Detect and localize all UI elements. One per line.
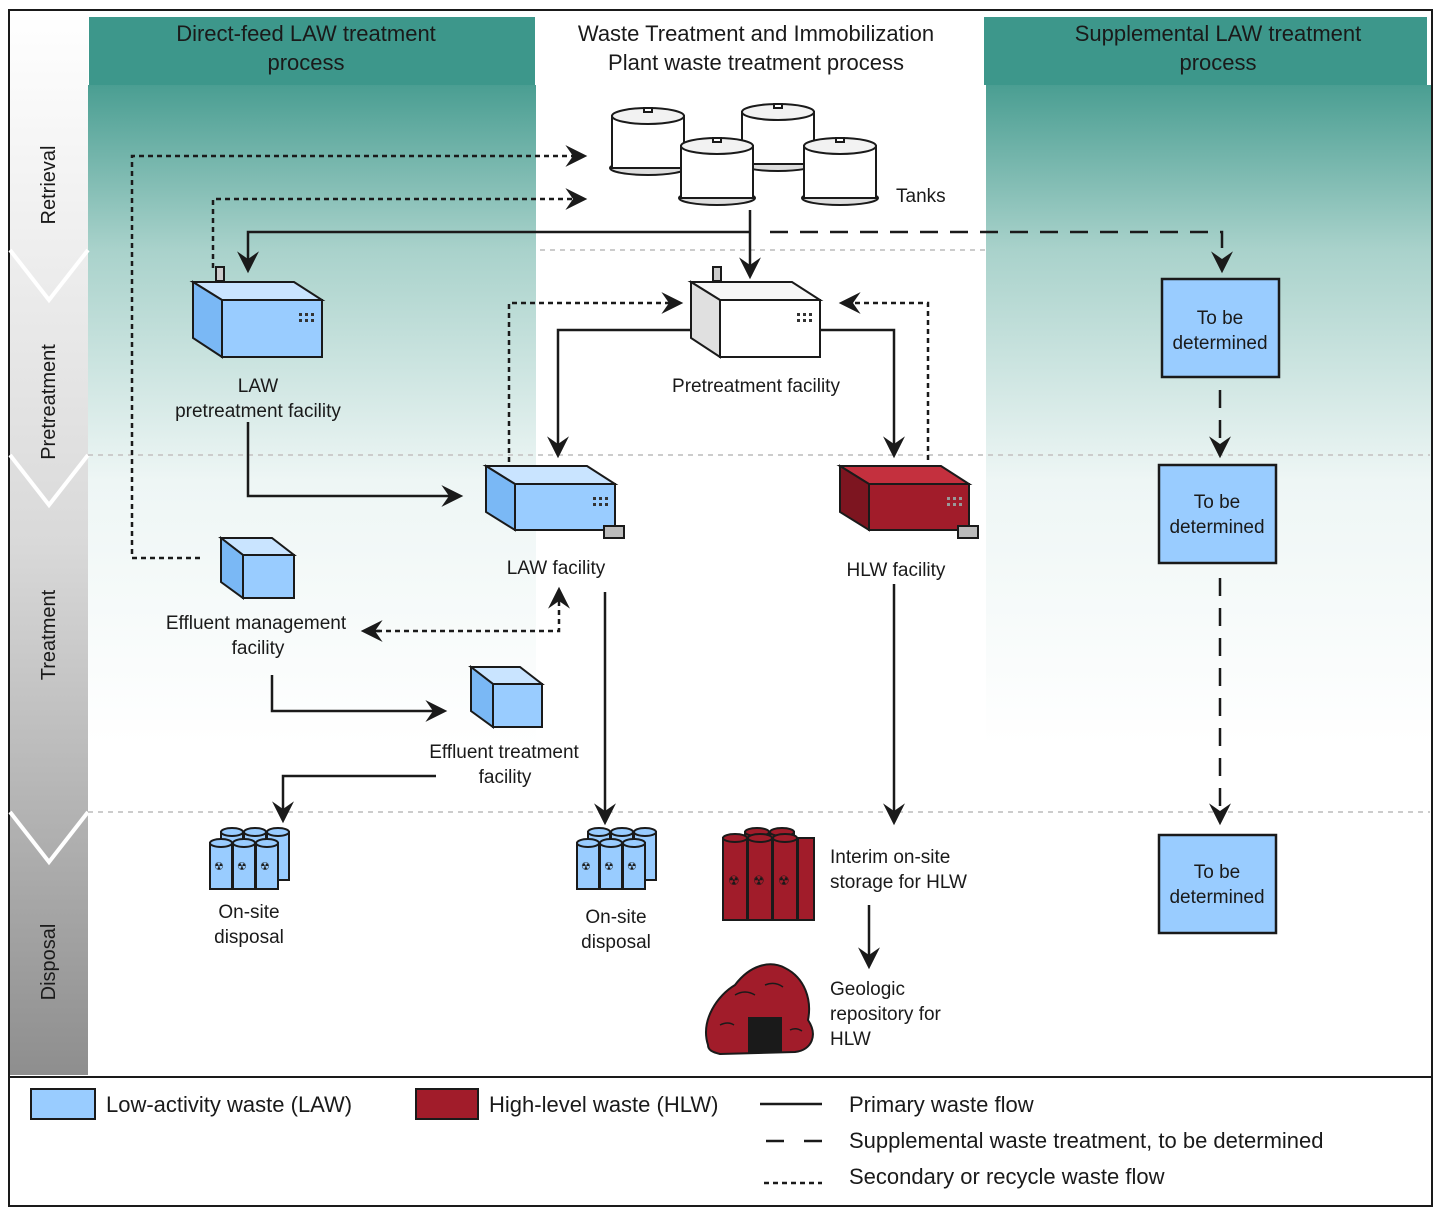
svg-text:☢: ☢ bbox=[260, 861, 270, 873]
svg-text:☢: ☢ bbox=[214, 861, 224, 873]
legend-law-label: Low-activity waste (LAW) bbox=[106, 1092, 352, 1117]
effluent-management-facility-icon bbox=[218, 535, 297, 600]
onsite-disposal-1-label-2: disposal bbox=[214, 927, 284, 948]
supplemental-flows bbox=[770, 230, 1233, 826]
pretreatment-facility-icon bbox=[687, 266, 824, 359]
effluent-treatment-label-2: facility bbox=[479, 767, 532, 788]
tbd-box-2: To be determined bbox=[1157, 463, 1278, 565]
hlw-storage-canisters-icon: ☢ ☢ ☢ bbox=[722, 827, 815, 921]
svg-text:☢: ☢ bbox=[581, 861, 591, 873]
stage-retrieval: Retrieval bbox=[38, 146, 60, 225]
interim-storage-label-2: storage for HLW bbox=[830, 872, 967, 893]
geologic-repository-icon bbox=[705, 963, 814, 1056]
effluent-management-label-2: facility bbox=[232, 638, 285, 659]
geologic-repository-label-1: Geologic bbox=[830, 979, 905, 1000]
legend-primary-label: Primary waste flow bbox=[849, 1092, 1034, 1117]
tbd-box-3: To be determined bbox=[1157, 833, 1278, 935]
header-right-line2: process bbox=[1179, 50, 1256, 75]
primary-flows bbox=[237, 210, 905, 970]
header-center-line2: Plant waste treatment process bbox=[608, 50, 904, 75]
secondary-flows bbox=[130, 145, 930, 642]
svg-text:☢: ☢ bbox=[237, 861, 247, 873]
tanks-icon bbox=[609, 103, 879, 206]
stage-bar: Retrieval Pretreatment Treatment Disposa… bbox=[8, 11, 90, 1075]
stage-dividers bbox=[88, 249, 1430, 813]
legend-hlw-swatch bbox=[415, 1088, 479, 1120]
legend-secondary-label: Secondary or recycle waste flow bbox=[849, 1164, 1165, 1189]
right-column-bg bbox=[986, 85, 1431, 745]
header-right-line1: Supplemental LAW treatment bbox=[1075, 21, 1362, 46]
tbd-box-1: To be determined bbox=[1160, 277, 1281, 379]
svg-text:☢: ☢ bbox=[753, 873, 765, 888]
tbd-3-label-1: To be bbox=[1194, 862, 1240, 883]
hlw-facility-icon bbox=[836, 464, 979, 539]
legend-hlw-label: High-level waste (HLW) bbox=[489, 1092, 718, 1117]
interim-storage-label-1: Interim on-site bbox=[830, 847, 950, 868]
onsite-disposal-2-label-1: On-site bbox=[585, 907, 646, 928]
onsite-disposal-1-label-1: On-site bbox=[218, 902, 279, 923]
header-center-line1: Waste Treatment and Immobilization bbox=[578, 21, 934, 46]
onsite-disposal-canisters-icon: ☢ ☢ ☢ bbox=[209, 827, 290, 890]
svg-text:☢: ☢ bbox=[627, 861, 637, 873]
tbd-1-label-1: To be bbox=[1197, 308, 1243, 329]
law-pretreatment-facility-icon bbox=[189, 266, 326, 359]
header-right: Supplemental LAW treatment process bbox=[984, 17, 1427, 85]
onsite-disposal-canisters-icon: ☢ ☢ ☢ bbox=[576, 827, 657, 890]
law-facility-icon bbox=[482, 464, 625, 539]
hlw-facility-label: HLW facility bbox=[847, 560, 946, 581]
legend-supplemental-label: Supplemental waste treatment, to be dete… bbox=[849, 1128, 1324, 1153]
pretreatment-label: Pretreatment facility bbox=[672, 376, 840, 397]
law-pretreatment-label-2: pretreatment facility bbox=[175, 401, 341, 422]
svg-text:☢: ☢ bbox=[778, 873, 790, 888]
legend-law-swatch bbox=[30, 1088, 96, 1120]
law-pretreatment-label-1: LAW bbox=[238, 376, 279, 397]
svg-text:☢: ☢ bbox=[604, 861, 614, 873]
legend: Low-activity waste (LAW) High-level wast… bbox=[30, 1088, 1324, 1189]
left-column-bg bbox=[88, 85, 536, 745]
geologic-repository-label-3: HLW bbox=[830, 1029, 871, 1050]
header-left: Direct-feed LAW treatment process bbox=[89, 17, 535, 85]
tbd-1-label-2: determined bbox=[1172, 333, 1267, 354]
svg-text:☢: ☢ bbox=[728, 873, 740, 888]
header-left-line2: process bbox=[267, 50, 344, 75]
law-facility-label: LAW facility bbox=[507, 558, 606, 579]
effluent-treatment-facility-icon bbox=[468, 664, 545, 729]
effluent-management-label-1: Effluent management bbox=[166, 613, 347, 634]
tbd-2-label-1: To be bbox=[1194, 492, 1240, 513]
tanks-label: Tanks bbox=[896, 186, 946, 207]
onsite-disposal-2-label-2: disposal bbox=[581, 932, 651, 953]
stage-treatment: Treatment bbox=[38, 589, 60, 680]
geologic-repository-label-2: repository for bbox=[830, 1004, 942, 1025]
effluent-treatment-label-1: Effluent treatment bbox=[429, 742, 579, 763]
tbd-2-label-2: determined bbox=[1169, 517, 1264, 538]
header-center: Waste Treatment and Immobilization Plant… bbox=[578, 21, 934, 75]
header-left-line1: Direct-feed LAW treatment bbox=[176, 21, 436, 46]
stage-pretreatment: Pretreatment bbox=[38, 344, 60, 460]
tbd-3-label-2: determined bbox=[1169, 887, 1264, 908]
stage-disposal: Disposal bbox=[38, 924, 60, 1001]
